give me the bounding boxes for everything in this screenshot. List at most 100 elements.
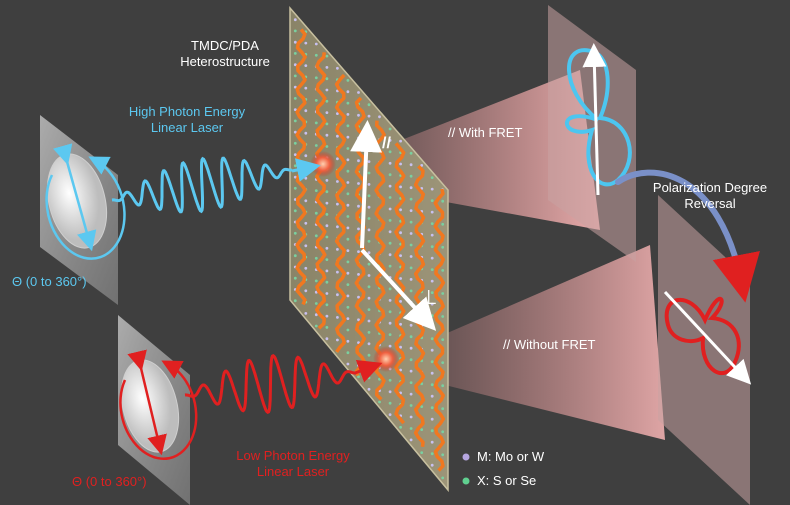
lattice-atom xyxy=(325,99,329,103)
lattice-atom xyxy=(325,122,329,126)
lattice-atom xyxy=(388,173,392,177)
lattice-atom xyxy=(441,384,445,388)
parallel-symbol: // xyxy=(382,135,391,152)
lattice-atom xyxy=(357,318,360,322)
lattice-atom xyxy=(314,121,318,125)
lattice-atom xyxy=(409,415,413,419)
lattice-atom xyxy=(399,345,402,349)
lattice-atom xyxy=(357,204,360,208)
lattice-atom xyxy=(314,324,318,328)
lattice-atom xyxy=(441,315,445,318)
lattice-atom xyxy=(325,66,329,69)
lattice-atom xyxy=(325,246,329,250)
with-fret-screen xyxy=(548,5,636,262)
lattice-atom xyxy=(367,228,371,232)
lattice-atom xyxy=(304,244,308,248)
lattice-atom xyxy=(325,145,329,148)
lattice-atom xyxy=(346,90,350,94)
lattice-atom xyxy=(367,308,371,311)
lattice-atom xyxy=(325,235,329,239)
lattice-atom xyxy=(430,371,434,375)
legend-x-label: X: S or Se xyxy=(477,473,537,488)
lattice-atom xyxy=(430,406,434,410)
lattice-atom xyxy=(314,76,318,80)
lattice-atom xyxy=(336,338,339,342)
lattice-atom xyxy=(388,139,392,142)
lattice-atom xyxy=(409,243,413,247)
lattice-atom xyxy=(367,376,371,380)
lattice-atom xyxy=(314,279,318,283)
high-energy-wave-arrow xyxy=(291,158,321,182)
lattice-atom xyxy=(293,153,297,157)
lattice-atom xyxy=(293,74,297,78)
lattice-atom xyxy=(367,331,371,334)
lattice-atom xyxy=(420,405,424,408)
lattice-atom xyxy=(430,256,434,260)
lattice-atom xyxy=(388,207,392,211)
lattice-atom xyxy=(430,222,434,226)
reversal-label-line1: Polarization Degree xyxy=(652,180,768,195)
lattice-atom xyxy=(346,147,350,150)
lattice-atom xyxy=(304,199,308,203)
lattice-atom xyxy=(346,237,350,241)
lattice-atom xyxy=(346,158,350,162)
lattice-atom xyxy=(346,101,350,105)
lattice-atom xyxy=(367,103,371,107)
lattice-atom xyxy=(367,160,371,164)
lattice-atom xyxy=(325,201,329,205)
lattice-atom xyxy=(399,185,402,189)
lattice-atom xyxy=(441,407,445,411)
lattice-atom xyxy=(367,353,371,357)
lattice-atom xyxy=(409,427,413,430)
theta-top-label: Θ (0 to 360°) xyxy=(12,274,87,289)
lattice-atom xyxy=(409,232,413,235)
lattice-atom xyxy=(367,342,371,346)
low-energy-wave-arrow xyxy=(354,359,383,383)
lattice-atom xyxy=(293,108,297,111)
lattice-atom xyxy=(441,361,445,364)
lattice-atom xyxy=(346,351,350,355)
lattice-atom xyxy=(399,139,402,143)
lattice-atom xyxy=(293,231,297,235)
lattice-atom xyxy=(399,322,402,326)
lattice-atom xyxy=(430,452,434,456)
heterostructure-label-line1: TMDC/PDA xyxy=(191,38,259,53)
lattice-atom xyxy=(441,338,445,341)
lattice-atom xyxy=(367,319,371,323)
lattice-atom xyxy=(409,266,413,270)
lattice-atom xyxy=(399,300,402,303)
lattice-atom xyxy=(325,213,329,216)
lattice-atom xyxy=(388,253,392,257)
lattice-atom xyxy=(304,312,308,315)
high-laser-label: High Photon Energy Linear Laser xyxy=(112,104,262,136)
lattice-atom xyxy=(430,199,434,203)
polar-pattern-icon xyxy=(664,296,741,376)
lattice-atom xyxy=(430,463,434,467)
lattice-atom xyxy=(367,274,371,277)
lattice-atom xyxy=(325,54,329,58)
perpendicular-axis-arrow xyxy=(360,248,437,331)
lattice-atom xyxy=(293,209,297,213)
lattice-atom xyxy=(346,283,350,286)
legend-m-label: M: Mo or W xyxy=(477,449,545,464)
high-energy-spot xyxy=(310,151,336,177)
lattice-atom xyxy=(357,91,360,94)
lattice-atom xyxy=(388,161,392,165)
polarizer-low-energy xyxy=(118,315,198,505)
lattice-atom xyxy=(346,328,350,332)
lattice-atom xyxy=(367,205,371,209)
lattice-atom xyxy=(388,150,392,154)
lattice-atom xyxy=(399,425,402,429)
rotation-arrow-icon xyxy=(45,156,126,260)
lattice-atom xyxy=(399,368,402,372)
lattice-atom xyxy=(399,162,402,166)
lattice-atom xyxy=(304,131,308,135)
lattice-atom xyxy=(409,151,413,155)
low-energy-wave xyxy=(184,353,357,415)
polarizer-high-energy xyxy=(40,115,126,305)
lattice-atom xyxy=(325,111,329,114)
lattice-atom xyxy=(409,278,413,281)
lattice-atom xyxy=(293,119,297,123)
lattice-atom xyxy=(388,333,392,336)
reversal-label-line2: Reversal xyxy=(684,196,736,211)
